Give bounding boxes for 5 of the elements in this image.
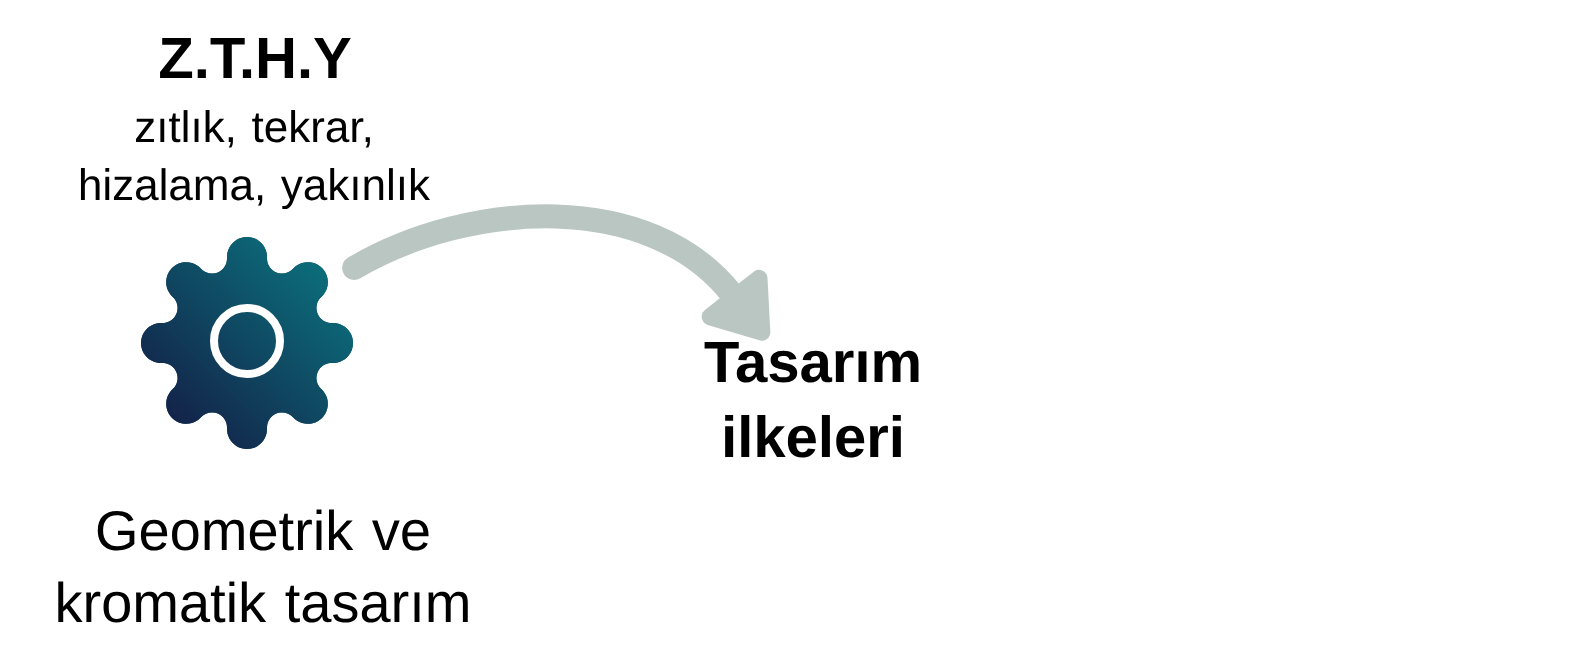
arrow (342, 204, 771, 341)
heading: Z.T.H.Y (160, 38, 351, 78)
node-label: Geometrik ve kromatik tasarım (58, 509, 468, 623)
node-label: Tasarım ilkeleri (704, 342, 919, 458)
subtitle: zıtlık, tekrar, hizalama, yakınlık (80, 110, 431, 210)
